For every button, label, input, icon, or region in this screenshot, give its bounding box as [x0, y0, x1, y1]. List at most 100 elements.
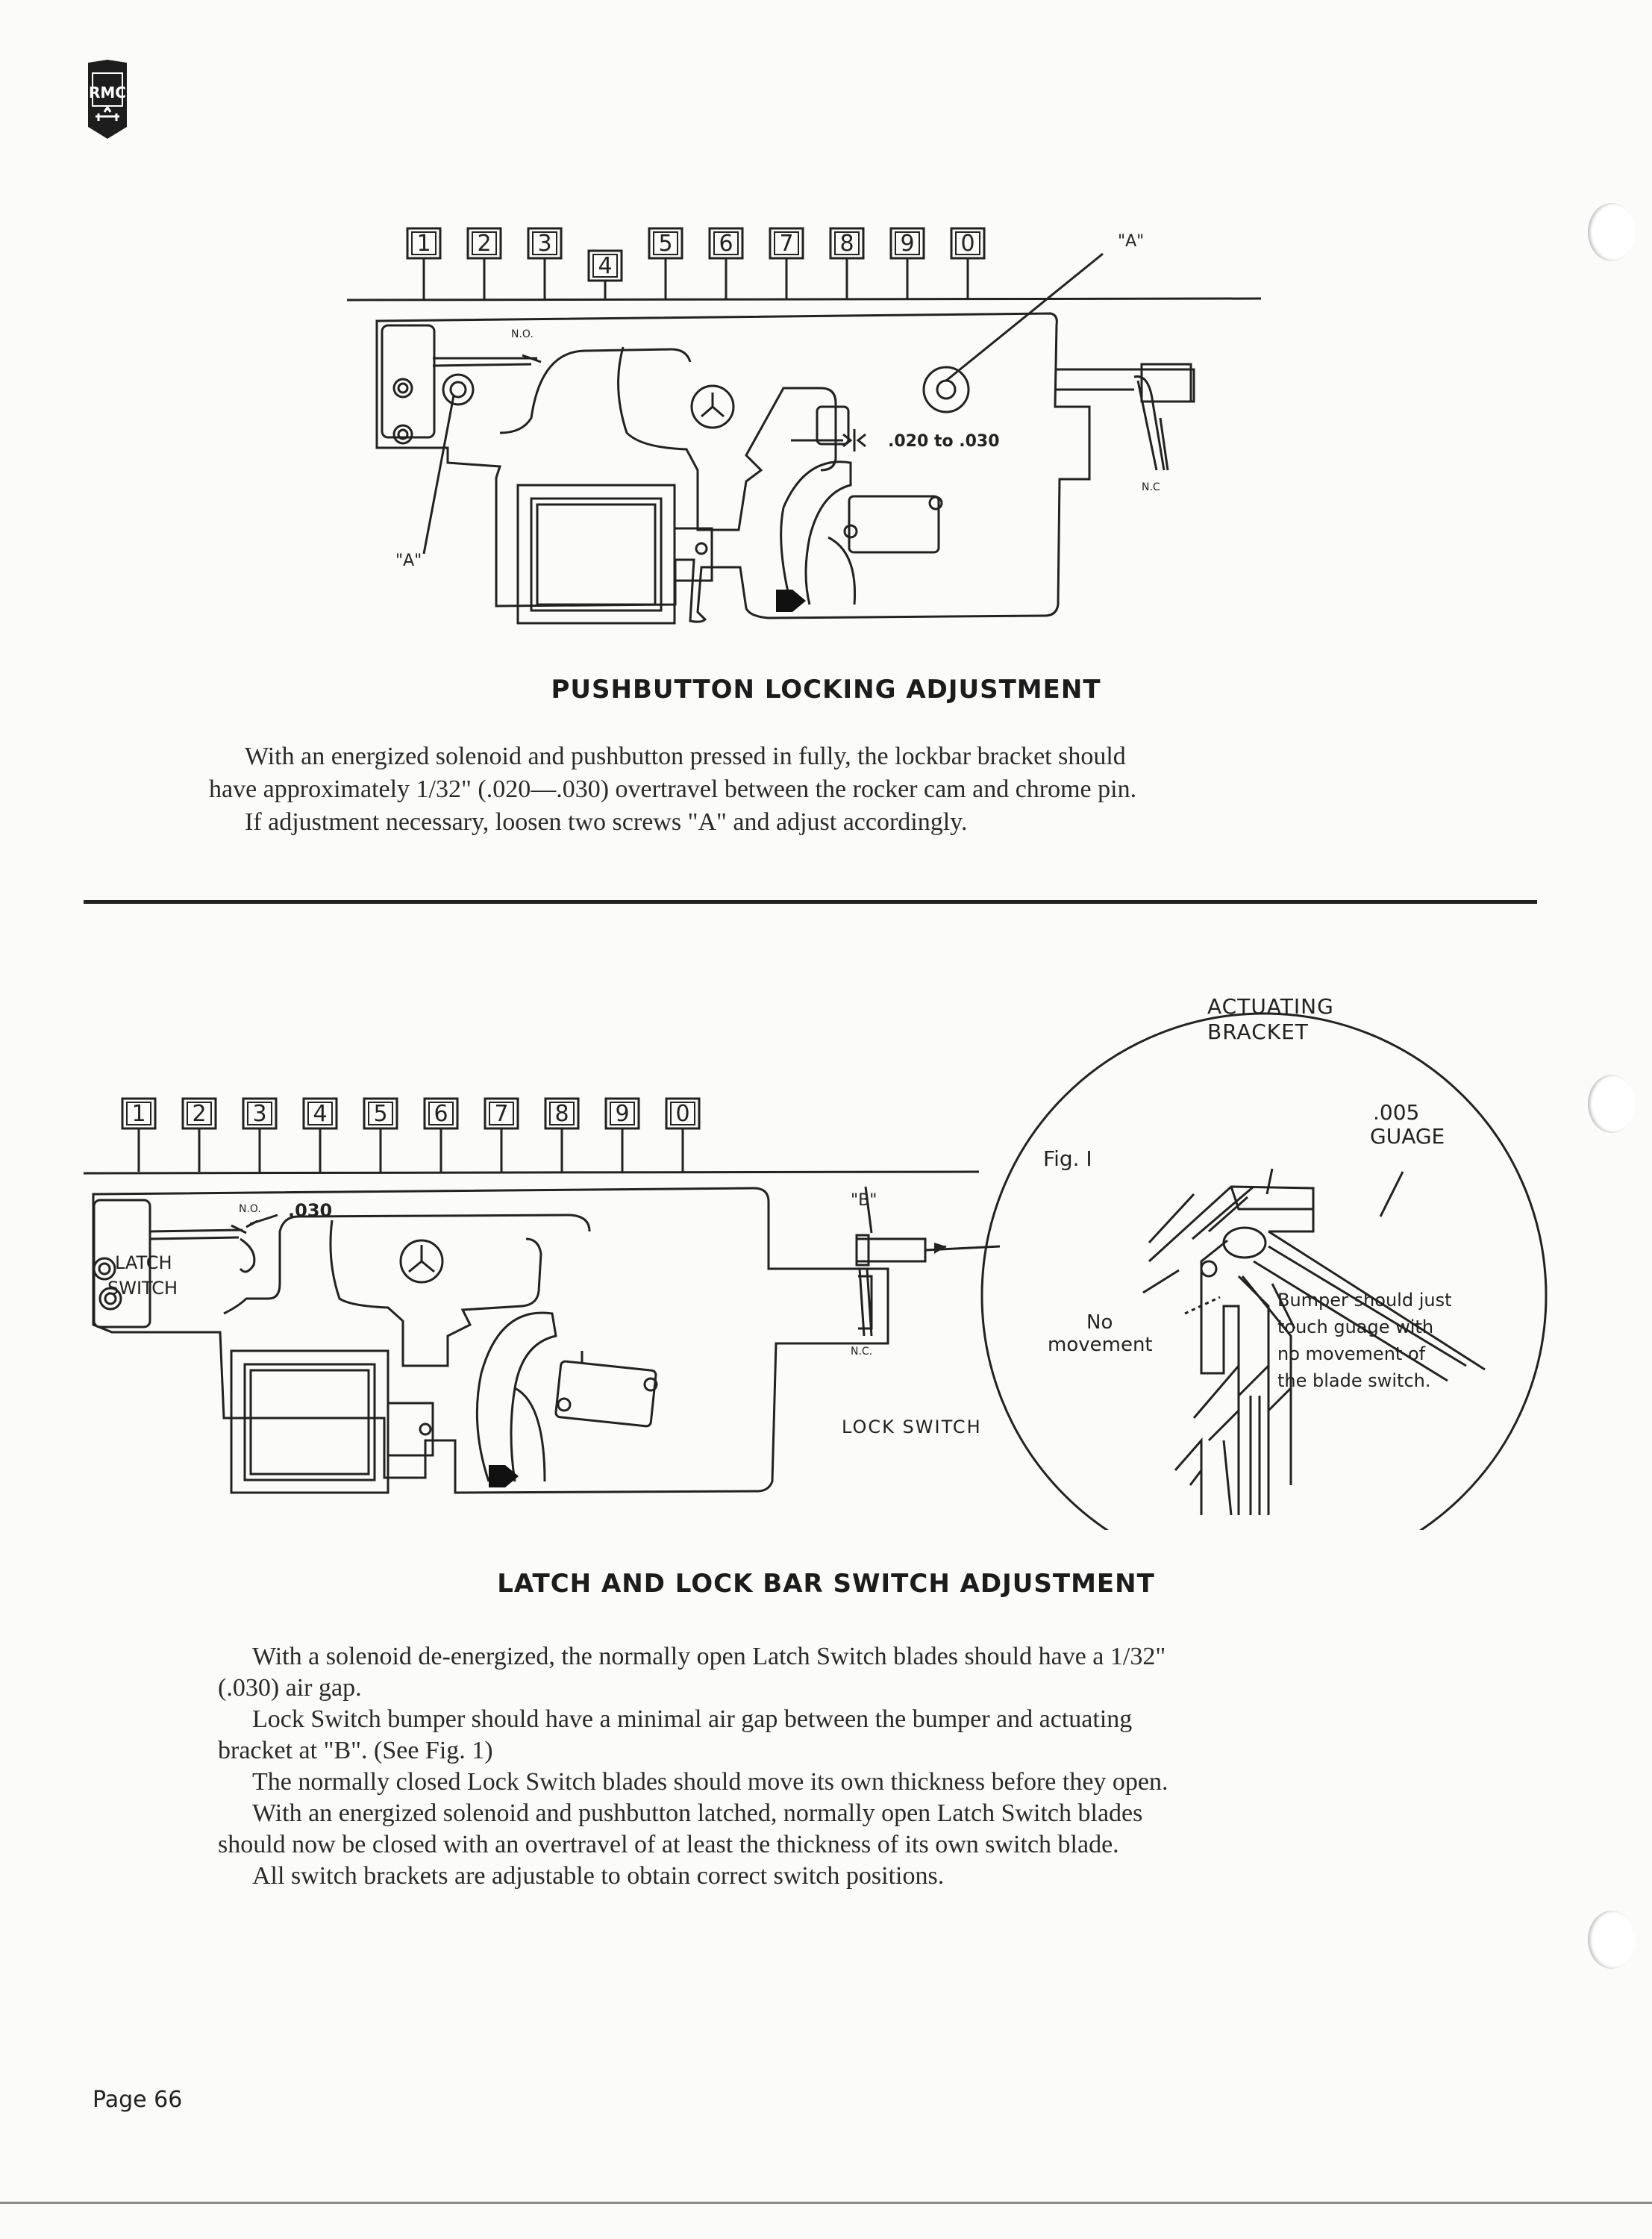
para1-line-2: have approximately 1/32" (.020—.030) ove… — [209, 775, 1137, 803]
para2-line-1: With a solenoid de-energized, the normal… — [252, 1643, 1166, 1670]
d1-key-face-6 — [713, 231, 739, 255]
d2-key-face-6 — [428, 1102, 454, 1125]
d1-key-9 — [889, 227, 925, 260]
d1-key-2 — [466, 227, 502, 260]
d1-key-label-3: 3 — [537, 231, 551, 257]
d2-key-7 — [484, 1097, 519, 1130]
d2-switch-label: SWITCH — [107, 1278, 178, 1299]
d2-lock-switch-label: LOCK SWITCH — [842, 1417, 982, 1437]
d1-key-face-2 — [472, 231, 497, 255]
d2-key-4 — [302, 1097, 338, 1130]
d2-key-face-4 — [307, 1102, 333, 1125]
d2-key-label-9: 9 — [615, 1101, 629, 1127]
d2-key-label-4: 4 — [313, 1101, 327, 1127]
d1-gap-label: .020 to .030 — [888, 432, 1000, 451]
d1-key-label-5: 5 — [658, 231, 672, 257]
d2-nc-label: N.C. — [851, 1346, 872, 1358]
d1-key-label-2: 2 — [477, 231, 491, 257]
para2-line-7: should now be closed with an overtravel … — [218, 1831, 1119, 1858]
d1-key-face-4 — [592, 254, 618, 278]
d1-key-face-3 — [532, 231, 557, 255]
d1-key-label-6: 6 — [719, 231, 733, 257]
d1-key-label-1: 1 — [416, 231, 431, 257]
d1-key-1 — [406, 227, 442, 260]
d1-key-label-0: 0 — [960, 231, 974, 257]
d2-key-face-9 — [610, 1102, 635, 1125]
d1-key-face-9 — [895, 231, 920, 255]
para2-line-2: (.030) air gap. — [218, 1674, 362, 1702]
d2-key-label-5: 5 — [373, 1101, 387, 1127]
d1-key-face-0 — [955, 231, 980, 255]
d1-key-8 — [829, 227, 865, 260]
rmc-logo-icon: RMC — [88, 60, 127, 139]
d2-key-label-8: 8 — [554, 1101, 569, 1127]
d2-fig-label: Fig. I — [1043, 1146, 1092, 1171]
d2-key-label-0: 0 — [675, 1101, 689, 1127]
d2-actuating-label-1: ACTUATING — [1207, 994, 1334, 1019]
d1-key-6 — [708, 227, 744, 260]
d2-key-label-2: 2 — [192, 1101, 206, 1127]
d2-key-face-0 — [670, 1102, 695, 1125]
d1-key-0 — [950, 227, 986, 260]
d1-key-7 — [769, 227, 804, 260]
d2-gauge-label-2: GUAGE — [1370, 1124, 1445, 1149]
section-divider — [84, 900, 1537, 904]
d2-key-5 — [363, 1097, 398, 1130]
d2-key-face-2 — [187, 1102, 212, 1125]
d2-key-9 — [604, 1097, 640, 1130]
logo-text: RMC — [89, 84, 126, 102]
d2-key-face-7 — [489, 1102, 514, 1125]
d2-bumper-line-1: Bumper should just — [1277, 1290, 1451, 1311]
d2-no-movement-1: No — [1086, 1311, 1113, 1334]
d2-key-label-1: 1 — [131, 1101, 146, 1127]
caption-latch-lock-bar: LATCH AND LOCK BAR SWITCH ADJUSTMENT — [497, 1569, 1155, 1599]
d2-key-6 — [423, 1097, 459, 1130]
d1-a-bottom-label: "A" — [395, 552, 422, 570]
para2-line-6: With an energized solenoid and pushbutto… — [252, 1799, 1143, 1827]
d1-key-5 — [648, 227, 683, 260]
d2-key-face-8 — [549, 1102, 575, 1125]
d2-key-2 — [181, 1097, 217, 1130]
d2-key-8 — [544, 1097, 580, 1130]
binder-hole-bottom — [1588, 1911, 1636, 1969]
binder-hole-middle — [1588, 1075, 1636, 1133]
d2-key-0 — [665, 1097, 701, 1130]
d2-actuating-label-2: BRACKET — [1207, 1019, 1309, 1044]
d1-key-label-4: 4 — [598, 253, 612, 279]
d2-key-label-7: 7 — [494, 1101, 508, 1127]
d1-key-face-5 — [653, 231, 678, 255]
d1-a-top-label: "A" — [1118, 232, 1144, 251]
d2-bumper-line-4: the blade switch. — [1277, 1370, 1431, 1391]
d2-key-face-5 — [368, 1102, 393, 1125]
para1-line-1: With an energized solenoid and pushbutto… — [245, 743, 1126, 770]
d1-key-label-7: 7 — [779, 231, 793, 257]
d2-no-label: N.O. — [239, 1203, 261, 1215]
para2-line-3: Lock Switch bumper should have a minimal… — [252, 1705, 1133, 1733]
d1-no-label: N.O. — [511, 328, 534, 340]
caption-pushbutton-locking: PUSHBUTTON LOCKING ADJUSTMENT — [551, 675, 1101, 705]
page-bottom-edge — [0, 2202, 1652, 2204]
d2-key-label-3: 3 — [252, 1101, 266, 1127]
pushbutton-locking-diagram: 1 2 3 4 5 6 7 8 9 0 N.O. N.C "A" "A" .020 to .030 — [346, 227, 1262, 625]
d1-key-label-9: 9 — [900, 231, 914, 257]
d2-gauge-label-1: .005 — [1373, 1100, 1419, 1125]
page-number: Page 66 — [93, 2087, 183, 2113]
d1-key-label-8: 8 — [839, 231, 854, 257]
rmc-logo: RMC — [84, 60, 131, 142]
d1-key-face-1 — [411, 231, 437, 255]
d2-key-1 — [121, 1097, 157, 1130]
d2-b-label: "B" — [851, 1191, 877, 1210]
d2-key-face-3 — [247, 1102, 272, 1125]
d1-key-face-8 — [834, 231, 860, 255]
d1-key-face-7 — [774, 231, 799, 255]
d2-latch-label: LATCH — [115, 1252, 172, 1273]
para2-line-8: All switch brackets are adjustable to ob… — [252, 1862, 945, 1890]
d1-nc-label: N.C — [1142, 481, 1160, 493]
d2-no-movement-2: movement — [1048, 1334, 1153, 1356]
d2-gap-label: .030 — [288, 1200, 332, 1221]
d2-bumper-line-3: no movement of — [1277, 1343, 1426, 1364]
para2-line-5: The normally closed Lock Switch blades s… — [252, 1768, 1168, 1796]
para2-line-4: bracket at "B". (See Fig. 1) — [218, 1737, 493, 1764]
para1-line-3: If adjustment necessary, loosen two scre… — [245, 808, 968, 836]
